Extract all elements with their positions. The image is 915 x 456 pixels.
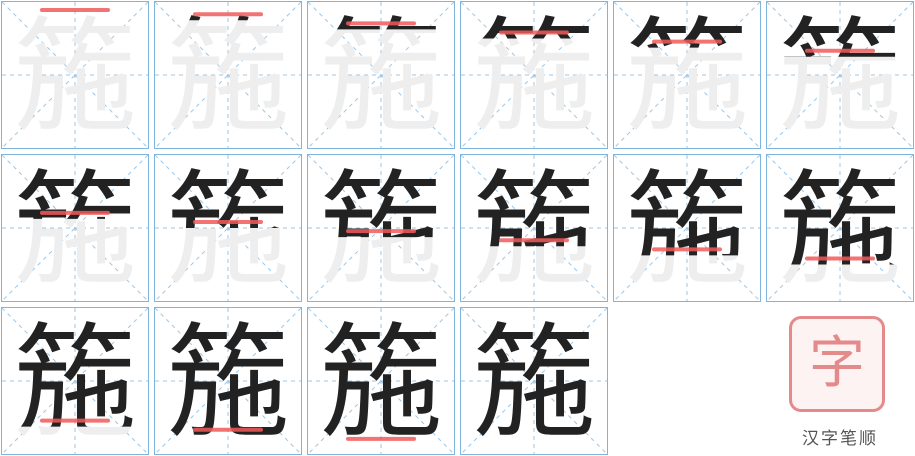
- drawn-strokes: 箷: [472, 159, 596, 301]
- ghost-character: 箷: [13, 6, 137, 148]
- drawn-strokes: 箷: [13, 159, 137, 301]
- guide-line: [308, 2, 454, 148]
- guide-line: [2, 2, 148, 148]
- ghost-character: 箷: [778, 6, 902, 148]
- ghost-character: 箷: [319, 6, 443, 148]
- guide-line: [461, 155, 607, 301]
- drawn-strokes: 箷: [472, 312, 596, 454]
- guide-line: [767, 2, 913, 148]
- stroke-step-canvas: 箷箷: [461, 2, 607, 148]
- guide-line: [2, 308, 148, 454]
- stroke-step-canvas: 箷箷: [461, 155, 607, 301]
- seal-stamp-glyph: 字: [809, 331, 865, 396]
- guide-line: [461, 2, 607, 148]
- drawn-strokes: 箷: [166, 159, 290, 301]
- stroke-step-cell: 箷箷: [613, 154, 761, 302]
- guide-line: [308, 2, 454, 148]
- stroke-step-cell: 箷箷: [1, 307, 149, 455]
- stroke-step-canvas: 箷箷: [614, 155, 760, 301]
- guide-line: [614, 2, 760, 148]
- guide-line: [461, 308, 607, 454]
- guide-line: [308, 155, 454, 301]
- guide-line: [155, 308, 301, 454]
- ghost-character: 箷: [166, 159, 290, 301]
- guide-line: [767, 155, 913, 301]
- stroke-step-canvas: 箷箷: [155, 308, 301, 454]
- guide-line: [767, 2, 913, 148]
- stroke-step-cell: 箷箷: [766, 154, 914, 302]
- stroke-step-cell: 箷箷: [307, 1, 455, 149]
- stroke-step-canvas: 箷箷: [461, 308, 607, 454]
- stroke-step-cell: 箷箷: [307, 154, 455, 302]
- guide-line: [461, 308, 607, 454]
- drawn-strokes: 箷: [778, 159, 902, 301]
- stroke-step-canvas: 箷箷: [308, 2, 454, 148]
- drawn-strokes: 箷: [319, 159, 443, 301]
- stroke-step-canvas: 箷箷: [2, 2, 148, 148]
- ghost-character: 箷: [166, 6, 290, 148]
- stroke-step-canvas: 箷箷: [155, 2, 301, 148]
- stroke-step-cell: 箷箷: [766, 1, 914, 149]
- stroke-step-cell: 箷箷: [1, 1, 149, 149]
- ghost-character: 箷: [472, 159, 596, 301]
- guide-line: [2, 308, 148, 454]
- guide-line: [461, 155, 607, 301]
- guide-line: [308, 308, 454, 454]
- ghost-character: 箷: [472, 6, 596, 148]
- stroke-step-cell: 箷箷: [154, 1, 302, 149]
- guide-line: [155, 2, 301, 148]
- drawn-strokes: 箷: [13, 312, 137, 454]
- ghost-character: 箷: [13, 312, 137, 454]
- site-watermark: 字 汉字笔顺: [789, 314, 889, 449]
- stroke-step-canvas: 箷箷: [155, 155, 301, 301]
- guide-line: [2, 2, 148, 148]
- ghost-character: 箷: [319, 312, 443, 454]
- guide-line: [614, 2, 760, 148]
- guide-line: [767, 155, 913, 301]
- guide-line: [308, 308, 454, 454]
- stroke-step-canvas: 箷箷: [2, 308, 148, 454]
- drawn-strokes: 箷: [166, 312, 290, 454]
- stroke-step-canvas: 箷箷: [308, 308, 454, 454]
- stroke-step-cell: 箷箷: [154, 307, 302, 455]
- guide-line: [155, 308, 301, 454]
- guide-line: [155, 155, 301, 301]
- guide-line: [155, 155, 301, 301]
- guide-line: [614, 155, 760, 301]
- guide-line: [308, 155, 454, 301]
- stroke-step-cell: 箷箷: [1, 154, 149, 302]
- seal-stamp-icon: 字: [789, 316, 885, 412]
- ghost-character: 箷: [778, 159, 902, 301]
- stroke-step-canvas: 箷箷: [308, 155, 454, 301]
- ghost-character: 箷: [625, 6, 749, 148]
- drawn-strokes: 箷: [778, 6, 902, 148]
- drawn-strokes: 箷: [625, 159, 749, 301]
- guide-line: [461, 2, 607, 148]
- stroke-step-canvas: 箷箷: [2, 155, 148, 301]
- guide-line: [2, 155, 148, 301]
- stroke-step-cell: 箷箷: [154, 154, 302, 302]
- watermark-caption: 汉字笔顺: [802, 429, 878, 449]
- stroke-step-canvas: 箷箷: [767, 155, 913, 301]
- ghost-character: 箷: [13, 159, 137, 301]
- stroke-step-canvas: 箷箷: [767, 2, 913, 148]
- guide-line: [155, 2, 301, 148]
- guide-line: [614, 155, 760, 301]
- guide-line: [2, 155, 148, 301]
- stroke-step-cell: 箷箷: [460, 154, 608, 302]
- stroke-step-cell: 箷箷: [460, 1, 608, 149]
- stroke-step-cell: 箷箷: [460, 307, 608, 455]
- drawn-strokes: 箷: [319, 312, 443, 454]
- stroke-step-cell: 箷箷: [307, 307, 455, 455]
- stroke-step-canvas: 箷箷: [614, 2, 760, 148]
- stroke-step-cell: 箷箷: [613, 1, 761, 149]
- ghost-character: 箷: [625, 159, 749, 301]
- ghost-character: 箷: [472, 312, 596, 454]
